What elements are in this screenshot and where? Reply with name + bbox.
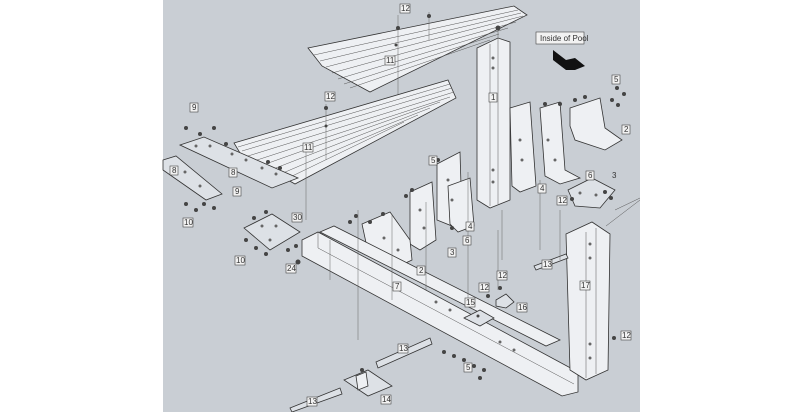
label-7: 7 — [392, 281, 402, 292]
square-base-plate — [243, 210, 301, 265]
part-number-text: 13 — [308, 397, 317, 406]
part-number-text: 10 — [184, 218, 193, 227]
label-10-bottom: 10 — [234, 255, 245, 266]
part-number-text: 7 — [395, 282, 400, 291]
part-number-text: 4 — [468, 222, 473, 231]
part-number-text: 12 — [622, 331, 631, 340]
part-number-text: 13 — [399, 344, 408, 353]
part-number-text: 10 — [236, 256, 245, 265]
part-number-text: 12 — [480, 283, 489, 292]
part-number-text: 8 — [172, 166, 177, 175]
label-11-upper: 11 — [384, 55, 396, 66]
part-number-text: 12 — [498, 271, 507, 280]
bolt-cluster-lower — [442, 336, 616, 380]
part-number-text: 11 — [386, 56, 395, 65]
part-number-text: 6 — [588, 171, 593, 180]
label-13-bottom: 13 — [306, 396, 317, 407]
bracket-assembly-right — [509, 86, 626, 193]
label-14: 14 — [380, 394, 391, 405]
part-number-text: 11 — [304, 143, 313, 152]
part-number-text: 3 — [612, 171, 617, 180]
label-3-right: 3 — [612, 171, 617, 180]
part-number-text: 2 — [419, 266, 424, 275]
label-9-mid: 9 — [232, 186, 242, 197]
label-12-bottom: 12 — [496, 270, 507, 281]
corrugated-panel-lower — [233, 79, 457, 220]
label-2-right: 2 — [621, 124, 631, 135]
callout-text: Inside of Pool — [540, 34, 589, 43]
label-2-mid: 2 — [416, 265, 426, 276]
part-number-text: 16 — [518, 303, 527, 312]
label-11-lower: 11 — [302, 142, 314, 153]
label-13-middle: 13 — [397, 343, 408, 354]
part-number-text: 1 — [491, 93, 496, 102]
label-3-mid: 3 — [447, 247, 457, 258]
upright-post-17 — [565, 199, 641, 381]
label-16: 16 — [516, 302, 527, 313]
label-30: 30 — [291, 212, 302, 223]
part-number-text: 17 — [581, 281, 590, 290]
part-number-text: 5 — [614, 75, 619, 84]
label-12-far-right: 12 — [620, 330, 631, 341]
part-number-text: 12 — [401, 4, 410, 13]
part-number-text: 6 — [465, 236, 470, 245]
label-12-top: 12 — [399, 3, 410, 14]
part-number-text: 9 — [235, 187, 240, 196]
label-24: 24 — [285, 263, 296, 274]
label-1: 1 — [488, 92, 498, 103]
part-number-text: 4 — [540, 184, 545, 193]
part-number-text: 5 — [466, 363, 471, 372]
upright-post-1 — [476, 25, 511, 209]
part-number-text: 24 — [287, 264, 296, 273]
label-8-mid: 8 — [228, 167, 238, 178]
label-12-lower: 12 — [478, 282, 489, 293]
label-5-right: 5 — [611, 74, 621, 85]
label-15: 15 — [464, 297, 475, 308]
clip-15 — [463, 309, 495, 327]
part-number-text: 30 — [293, 213, 302, 222]
label-6-mid: 6 — [462, 235, 472, 246]
direction-arrow-icon — [553, 50, 585, 70]
part-number-text: 8 — [231, 168, 236, 177]
part-number-text: 9 — [192, 103, 197, 112]
label-8-left: 8 — [169, 165, 179, 176]
label-5-mid: 5 — [428, 155, 438, 166]
part-number-text: 2 — [624, 125, 629, 134]
left-plate-upper — [178, 126, 300, 189]
label-4-mid: 4 — [465, 221, 475, 232]
label-17: 17 — [579, 280, 590, 291]
label-5-bottom: 5 — [463, 362, 473, 373]
base-plate-14 — [343, 368, 393, 397]
label-12-right: 12 — [556, 195, 567, 206]
label-9-top: 9 — [189, 102, 199, 113]
label-10-left: 10 — [182, 217, 193, 228]
part-number-text: 15 — [466, 298, 475, 307]
part-number-labels: 12 11 12 11 1 5 2 9 8 8 9 10 5 6 3 4 7 4… — [169, 3, 631, 407]
label-6-right: 6 — [585, 170, 595, 181]
part-number-text: 5 — [431, 156, 436, 165]
part-number-text: 13 — [543, 260, 552, 269]
inside-of-pool-callout: Inside of Pool — [535, 31, 589, 70]
bottom-rail-beam-7 — [301, 225, 579, 397]
part-number-text: 12 — [558, 196, 567, 205]
label-13-right: 13 — [541, 259, 552, 270]
part-number-text: 12 — [326, 92, 335, 101]
part-number-text: 3 — [450, 248, 455, 257]
part-number-text: 14 — [382, 395, 391, 404]
label-4-right: 4 — [537, 183, 547, 194]
label-12-mid: 12 — [324, 91, 335, 102]
